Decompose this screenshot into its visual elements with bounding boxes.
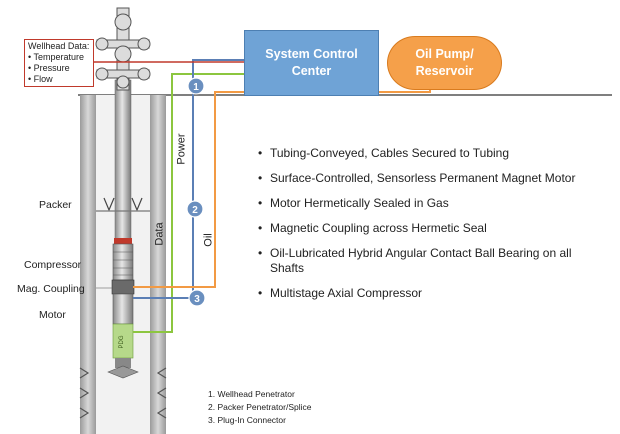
data-line: [133, 73, 244, 333]
power-line-label: Power: [175, 133, 188, 165]
system-control-center-box: System Control Center: [244, 30, 379, 96]
oil-pump-reservoir-box: Oil Pump/ Reservoir: [387, 36, 502, 90]
feature-item: Surface-Controlled, Sensorless Permanent…: [258, 171, 578, 186]
compressor-label: Compressor: [24, 259, 82, 271]
casing-right-wall: [150, 95, 166, 434]
wellhead-tree: [95, 7, 151, 91]
wellhead-item-flow: Flow: [28, 74, 90, 85]
motor-label: Motor: [39, 309, 66, 321]
wellhead-data-box: Wellhead Data: Temperature Pressure Flow: [24, 39, 94, 87]
packer: [96, 197, 150, 212]
feature-item: Oil-Lubricated Hybrid Angular Contact Ba…: [258, 246, 578, 276]
mag-coupling: [111, 279, 135, 295]
system-control-center-label: System Control Center: [265, 47, 358, 78]
casing-left-wall: [80, 95, 96, 434]
oil-line-label: Oil: [202, 233, 215, 247]
compressor-body: [112, 243, 134, 281]
compressor-top: [114, 238, 132, 244]
power-line: [133, 59, 244, 299]
feature-item: Magnetic Coupling across Hermetic Seal: [258, 221, 578, 236]
oil-line: [133, 88, 431, 288]
tubing-string: [114, 79, 132, 241]
perforations: [79, 367, 167, 419]
compressor-stages: [113, 251, 133, 276]
feature-item: Tubing-Conveyed, Cables Secured to Tubin…: [258, 146, 578, 161]
svg-text:2: 2: [192, 205, 198, 216]
marker-3: 3: [188, 289, 206, 307]
wellhead-data-title: Wellhead Data:: [28, 41, 90, 51]
feature-item: Motor Hermetically Sealed in Gas: [258, 196, 578, 211]
motor-housing: [112, 293, 134, 325]
note-item: 3. Plug-In Connector: [208, 415, 286, 425]
data-line-label: Data: [153, 222, 166, 246]
note-item: 2. Packer Penetrator/Splice: [208, 402, 312, 412]
intake: [107, 365, 139, 379]
connector-notes: 1. Wellhead Penetrator 2. Packer Penetra…: [208, 388, 311, 427]
feature-item: Multistage Axial Compressor: [258, 286, 578, 301]
marker-2: 2: [186, 200, 204, 218]
bottom-sub: [115, 358, 131, 368]
oil-pump-label: Oil Pump/ Reservoir: [415, 47, 474, 78]
svg-text:3: 3: [194, 294, 200, 305]
wellhead-item-temperature: Temperature: [28, 52, 90, 63]
wellhead-item-pressure: Pressure: [28, 63, 90, 74]
mag-coupling-label: Mag. Coupling: [17, 283, 85, 295]
note-item: 1. Wellhead Penetrator: [208, 389, 295, 399]
packer-label: Packer: [39, 199, 72, 211]
svg-text:1: 1: [193, 82, 199, 93]
pdg-label: PDG: [119, 335, 125, 348]
marker-1: 1: [187, 77, 205, 95]
wellhead-data-list: Temperature Pressure Flow: [28, 52, 90, 85]
feature-list: Tubing-Conveyed, Cables Secured to Tubin…: [258, 146, 578, 311]
